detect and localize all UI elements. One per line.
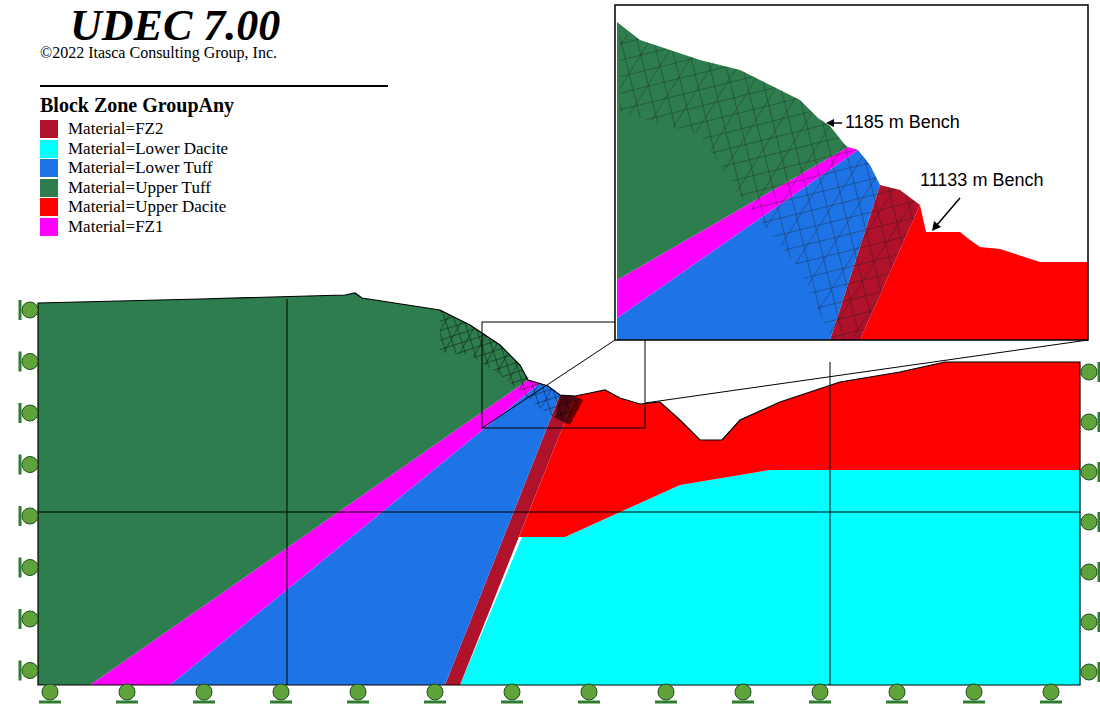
legend-swatch (40, 198, 58, 216)
bench-label: 11133 m Bench (920, 170, 1043, 191)
legend-swatch (40, 120, 58, 138)
roller-supports (20, 300, 1099, 702)
software-title: UDEC 7.00 (70, 0, 280, 51)
legend-entry: Material=FZ1 (68, 217, 164, 237)
main-model (38, 293, 1088, 685)
legend-entry: Material=FZ2 (68, 119, 164, 139)
legend-entry: Material=Upper Dacite (68, 197, 226, 217)
legend-swatch (40, 159, 58, 177)
legend-heading: Block Zone GroupAny (40, 94, 234, 117)
inset-zoom (615, 5, 1088, 340)
legend-entry: Material=Lower Tuff (68, 158, 213, 178)
legend-swatch (40, 218, 58, 236)
bench-label: 1185 m Bench (845, 112, 960, 133)
legend-entry: Material=Lower Dacite (68, 139, 228, 159)
copyright-note: ©2022 Itasca Consulting Group, Inc. (40, 44, 277, 62)
legend-swatch (40, 179, 58, 197)
legend-entry: Material=Upper Tuff (68, 178, 211, 198)
legend-swatch (40, 140, 58, 158)
